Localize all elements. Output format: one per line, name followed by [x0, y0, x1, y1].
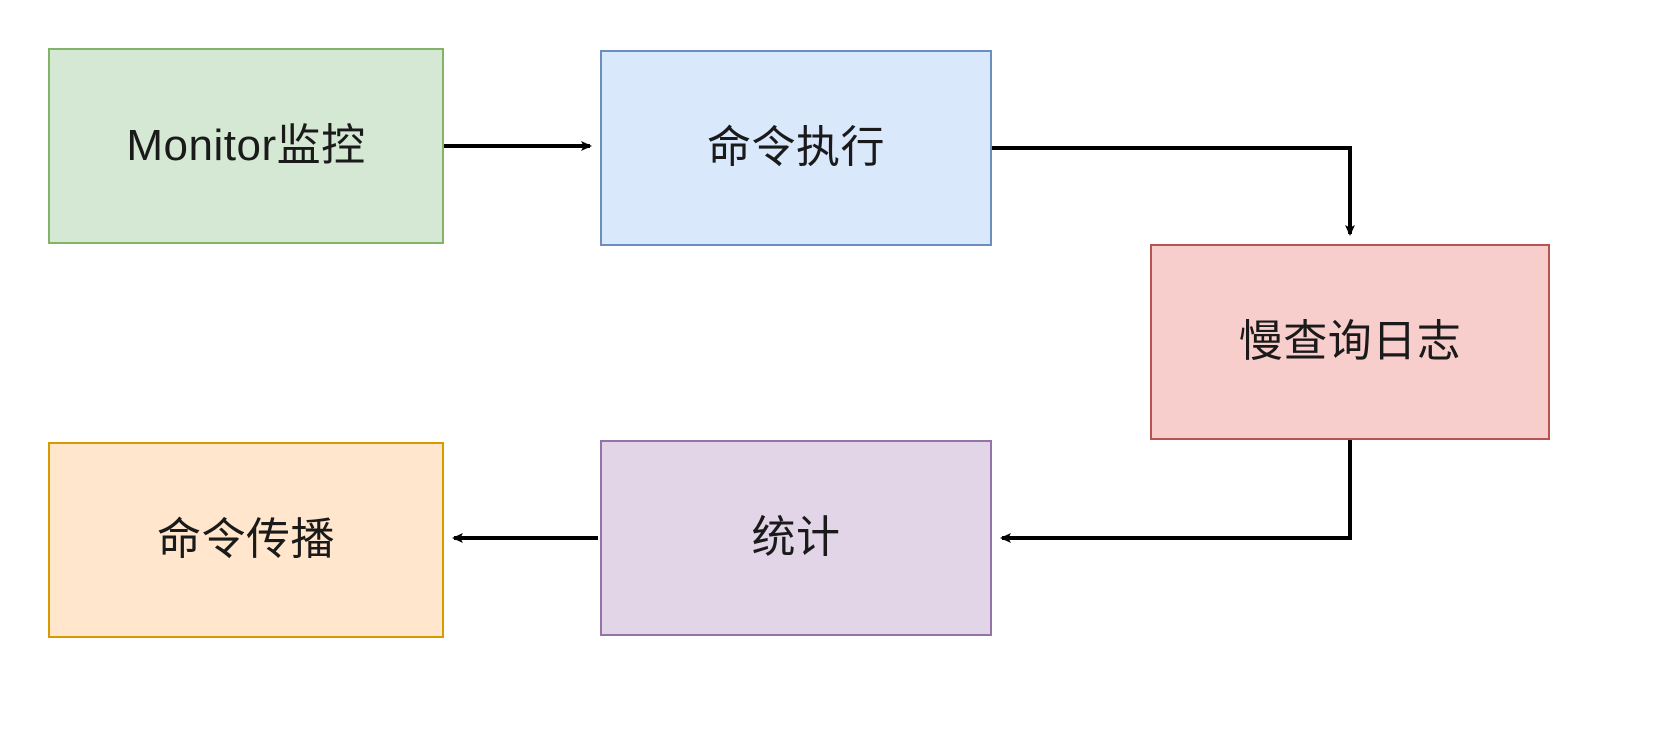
node-monitor[interactable]: Monitor监控	[48, 48, 444, 244]
node-command-exec-label: 命令执行	[707, 122, 885, 172]
node-statistics-label: 统计	[751, 512, 841, 562]
node-command-propagate-label: 命令传播	[157, 514, 335, 564]
node-command-propagate[interactable]: 命令传播	[48, 442, 444, 638]
edge-slowlog-to-stats	[1000, 440, 1352, 543]
node-slow-query-log-label: 慢查询日志	[1238, 316, 1462, 366]
edge-command-exec-to-slowlog	[992, 146, 1355, 236]
node-monitor-label: Monitor监控	[126, 120, 366, 170]
node-slow-query-log[interactable]: 慢查询日志	[1150, 244, 1550, 440]
node-command-exec[interactable]: 命令执行	[600, 50, 992, 246]
node-statistics[interactable]: 统计	[600, 440, 992, 636]
